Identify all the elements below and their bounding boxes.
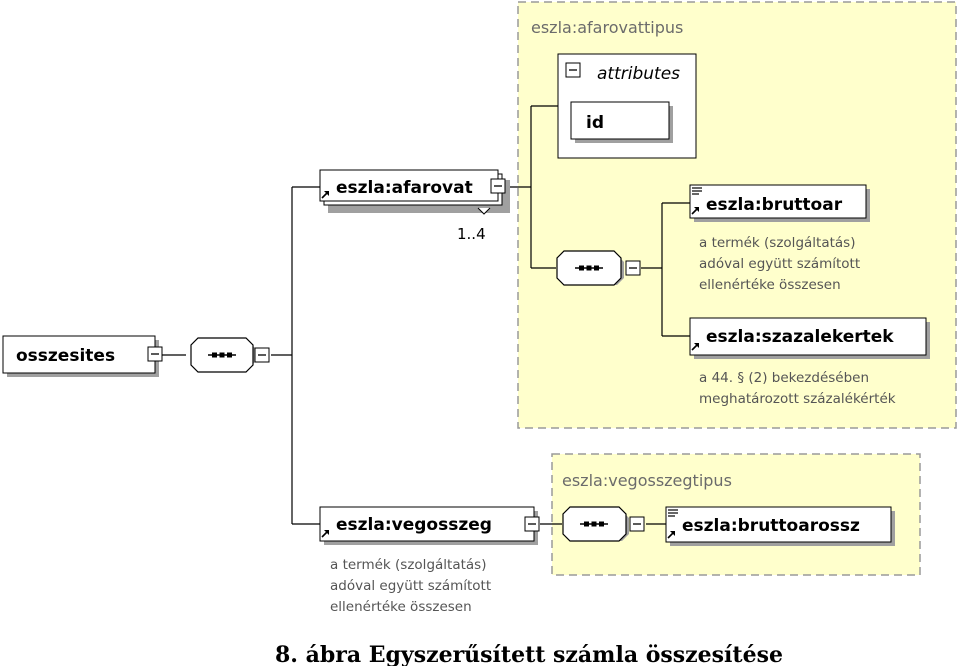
bruttoar-label: eszla:bruttoar (706, 195, 843, 215)
vegosszeg-label: eszla:vegosszeg (336, 515, 492, 535)
note-line: adóval együtt számított (330, 578, 491, 594)
note-line: a 44. § (2) bekezdésében (699, 370, 869, 386)
figure-caption: 8. ábra Egyszerűsített számla összesítés… (275, 642, 783, 666)
vegosszegtipus-type-title: eszla:vegosszegtipus (562, 471, 732, 490)
bruttoar-element[interactable]: eszla:bruttoar (689, 184, 870, 222)
collapse-icon[interactable] (629, 516, 645, 532)
connector-lines (159, 105, 690, 525)
attributes-group: attributes id (557, 53, 697, 159)
osszesites-element[interactable]: osszesites (2, 335, 163, 377)
note-line: ellenértéke összesen (330, 599, 472, 615)
sequence-icon (207, 351, 237, 359)
bruttoarossz-element[interactable]: eszla:bruttoarossz (665, 506, 895, 546)
collapse-icon[interactable] (565, 62, 581, 78)
sequence-icon (574, 264, 604, 272)
collapse-icon[interactable] (147, 346, 163, 362)
attributes-label: attributes (597, 64, 680, 84)
vegosszeg-note: a termék (szolgáltatás) adóval együtt sz… (330, 557, 491, 615)
root-sequence-compositor (190, 337, 270, 373)
szazalekertek-element[interactable]: eszla:szazalekertek (689, 317, 930, 359)
attribute-id-box[interactable] (570, 101, 670, 140)
szazalekertek-label: eszla:szazalekertek (706, 327, 894, 347)
vegosszeg-sequence-compositor (562, 506, 645, 542)
osszesites-label: osszesites (16, 346, 115, 366)
attribute-id-label: id (586, 113, 604, 133)
note-line: a termék (szolgáltatás) (699, 235, 855, 251)
szazalekertek-note: a 44. § (2) bekezdésében meghatározott s… (699, 370, 896, 407)
afarovat-multiplicity: 1..4 (457, 225, 486, 243)
afarovattipus-type-title: eszla:afarovattipus (531, 18, 683, 37)
afarovat-label: eszla:afarovat (336, 178, 473, 198)
collapse-icon[interactable] (254, 347, 270, 363)
bruttoarossz-label: eszla:bruttoarossz (682, 516, 860, 536)
vegosszeg-element[interactable]: eszla:vegosszeg (319, 506, 540, 545)
afarovat-sequence-compositor (556, 250, 641, 286)
note-line: a termék (szolgáltatás) (330, 557, 486, 573)
note-line: ellenértéke összesen (699, 277, 841, 293)
sequence-icon (579, 520, 609, 528)
collapse-icon[interactable] (524, 516, 540, 532)
note-line: adóval együtt számított (699, 256, 860, 272)
note-line: meghatározott százalékérték (699, 391, 896, 407)
bruttoar-note: a termék (szolgáltatás) adóval együtt sz… (699, 235, 860, 293)
afarovat-element[interactable]: eszla:afarovat (319, 169, 510, 215)
collapse-icon[interactable] (625, 260, 641, 276)
collapse-icon[interactable] (490, 178, 506, 194)
